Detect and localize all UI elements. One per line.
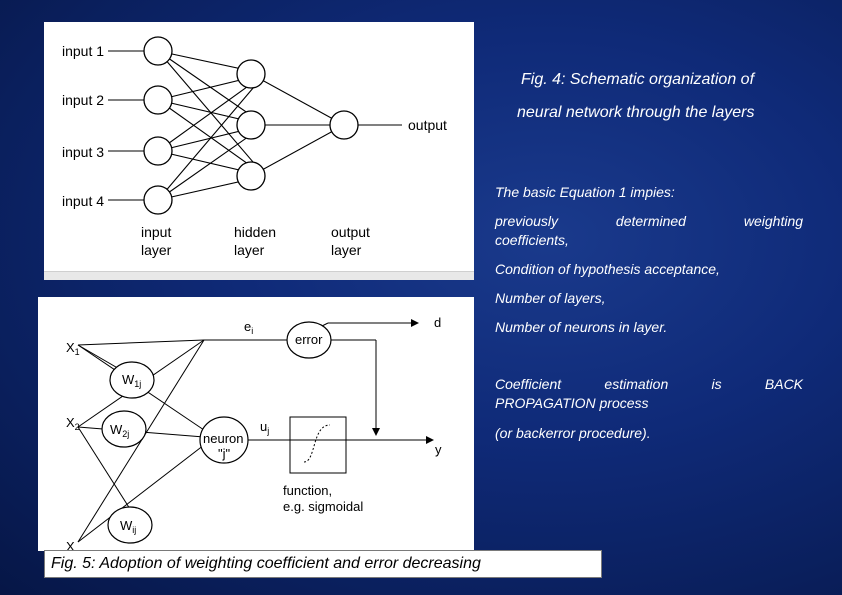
uj-label: uj	[260, 419, 269, 436]
uj-text: u	[260, 419, 267, 434]
input-layer-label: layer	[141, 242, 172, 258]
coefficient-text-line1: Coefficient estimation is BACK	[495, 375, 803, 394]
neuron-label-line2: "j"	[218, 446, 231, 461]
input-label: input 4	[62, 193, 104, 209]
hidden-node	[236, 110, 266, 140]
w1j-label: W1j	[122, 372, 141, 389]
y-label: y	[435, 442, 442, 457]
neuron-label-line1: neuron	[203, 431, 243, 446]
connection	[157, 73, 266, 201]
sigmoid-curve	[303, 424, 331, 463]
neuron-node	[199, 416, 249, 464]
word: Coefficient	[495, 376, 562, 392]
layers-text: Number of layers,	[495, 290, 606, 306]
output-label: output	[408, 117, 447, 133]
connection	[250, 73, 345, 126]
equation-text: The basic Equation 1 impies:	[495, 184, 675, 200]
x2-text: X	[66, 415, 75, 430]
output-layer-label: layer	[331, 242, 362, 258]
word: weighting	[743, 213, 804, 229]
neuron-figure: X1 X2 X W1j W2j Wij ei error d neuron "j…	[38, 297, 474, 554]
word: estimation	[604, 376, 669, 392]
previously-text-line1: previously determined weighting	[495, 212, 803, 231]
hidden-node	[236, 161, 266, 191]
ei-text: e	[244, 319, 251, 334]
x1-sub: 1	[75, 347, 80, 357]
fig4-caption-line2: neural network through the layers	[517, 104, 755, 121]
x1-text: X	[66, 340, 75, 355]
wi-text: W	[120, 518, 133, 533]
word: previously	[495, 213, 559, 229]
function-label-line2: e.g. sigmoidal	[283, 499, 363, 514]
input-node	[143, 36, 173, 66]
input-node	[143, 136, 173, 166]
connection	[157, 50, 266, 177]
input-node	[143, 185, 173, 215]
connections	[108, 50, 402, 201]
hidden-layer-label: layer	[234, 242, 265, 258]
condition-text: Condition of hypothesis acceptance,	[495, 261, 720, 277]
output-layer-label: output	[331, 224, 370, 240]
x1-to-top	[77, 339, 205, 346]
wi-sub: ij	[132, 525, 136, 535]
neurons-text: Number of neurons in layer.	[495, 319, 668, 335]
weight-node-wij	[107, 506, 153, 544]
neural-network-diagram: input 1 input 2 input 3 input 4 output i…	[62, 36, 447, 258]
word: BACK	[764, 376, 804, 392]
d-label: d	[434, 315, 441, 330]
ei-label: ei	[244, 319, 253, 336]
w2-sub: 2j	[122, 429, 129, 439]
output-node	[329, 110, 359, 140]
word: is	[711, 376, 722, 392]
x2-sub: 2	[75, 422, 80, 432]
previously-text-line2: coefficients,	[495, 232, 569, 248]
figure-footer	[44, 271, 474, 280]
input-label: input 1	[62, 43, 104, 59]
neuron-diagram: X1 X2 X W1j W2j Wij ei error d neuron "j…	[66, 315, 442, 554]
fig5-caption: Fig. 5: Adoption of weighting coefficien…	[44, 550, 602, 578]
hidden-layer-label: hidden	[234, 224, 276, 240]
w1-text: W	[122, 372, 135, 387]
error-node	[286, 321, 332, 359]
weight-node-w1j	[109, 361, 155, 399]
x2-label: X2	[66, 415, 80, 432]
function-label-line1: function,	[283, 483, 332, 498]
x1-label: X1	[66, 340, 80, 357]
input-label: input 2	[62, 92, 104, 108]
x3-label: X	[66, 539, 75, 551]
uj-sub: j	[266, 426, 269, 436]
w2-text: W	[110, 422, 123, 437]
ei-sub: i	[251, 326, 253, 336]
fig4-caption-line1: Fig. 4: Schematic organization of	[521, 71, 755, 88]
nodes	[143, 36, 359, 215]
backerror-text: (or backerror procedure).	[495, 425, 651, 441]
input-layer-label: input	[141, 224, 171, 240]
word: determined	[615, 213, 686, 229]
error-label: error	[295, 332, 323, 347]
w1-sub: 1j	[134, 379, 141, 389]
input-node	[143, 85, 173, 115]
sigmoid-box	[289, 416, 347, 474]
hidden-node	[236, 59, 266, 89]
connection	[250, 124, 345, 177]
neural-network-figure: input 1 input 2 input 3 input 4 output i…	[44, 22, 474, 280]
input-label: input 3	[62, 144, 104, 160]
x2-to-wi	[77, 426, 131, 510]
coefficient-text-line2: PROPAGATION process	[495, 395, 649, 411]
wij-label: Wij	[120, 518, 136, 535]
w2j-label: W2j	[110, 422, 129, 439]
weight-node-w2j	[101, 410, 147, 448]
x3-to-neuron	[77, 444, 205, 543]
